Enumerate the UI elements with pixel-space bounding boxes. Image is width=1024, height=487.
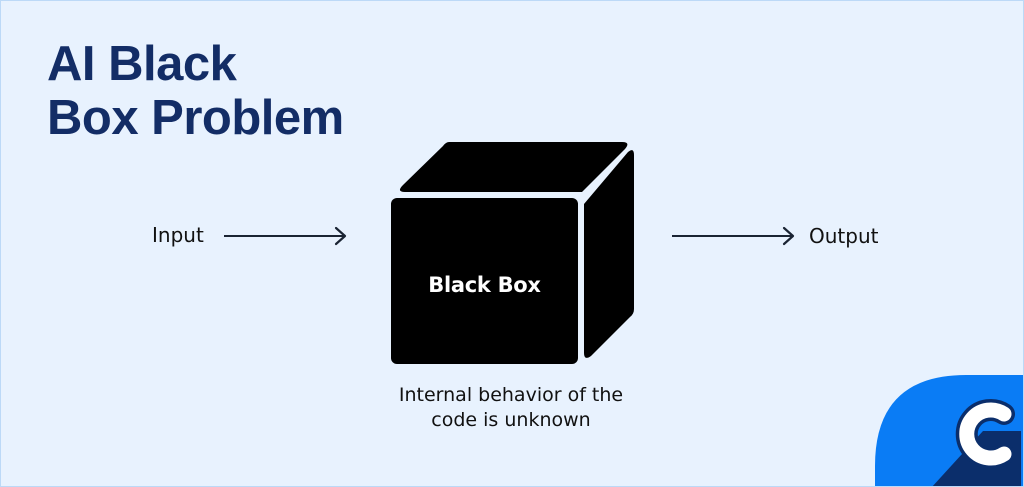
black-box-label: Black Box <box>428 273 541 297</box>
black-box-cube-icon <box>391 142 634 364</box>
input-arrow-icon <box>224 226 347 246</box>
output-arrow-icon <box>672 226 795 246</box>
output-label: Output <box>809 224 879 248</box>
cube-front-face <box>391 198 578 364</box>
cube-right-face <box>584 150 634 358</box>
input-label: Input <box>152 223 204 247</box>
caption-line-1: Internal behavior of the <box>398 384 624 406</box>
black-box-caption: Internal behavior of the code is unknown <box>361 383 661 433</box>
title-line-1: AI Black <box>47 37 237 91</box>
cube-top-face <box>399 142 628 192</box>
page-title: AI Black Box Problem <box>47 37 344 145</box>
caption-line-2: code is unknown <box>431 409 591 431</box>
brand-logo-icon <box>875 375 1023 486</box>
title-line-2: Box Problem <box>47 91 344 145</box>
